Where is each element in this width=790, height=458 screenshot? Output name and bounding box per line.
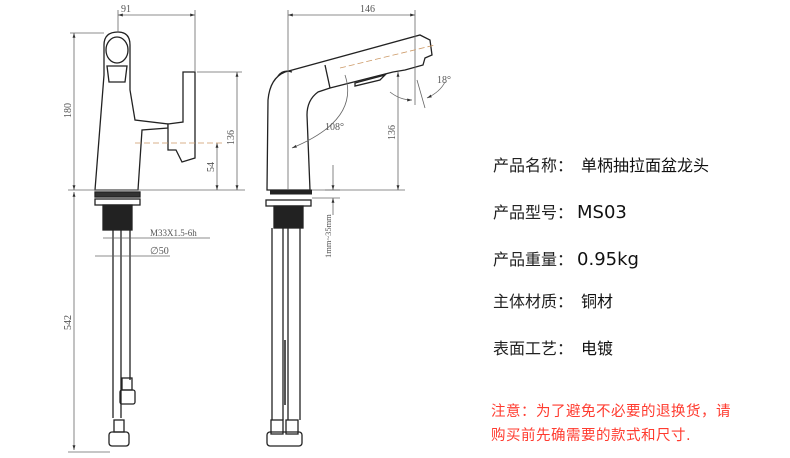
dim-width-91: 91 <box>121 4 131 15</box>
front-view <box>94 31 196 447</box>
angle-108: 108° <box>325 122 344 133</box>
spec-label: 表面工艺： <box>493 339 574 358</box>
notice-line-1: 注意：为了避免不必要的退换货，请 <box>491 404 731 420</box>
dim-height-180: 180 <box>63 103 74 118</box>
dim-hose-542: 542 <box>63 315 74 330</box>
front-dimensions <box>68 10 245 453</box>
notice-line-2: 购买前先确需要的款式和尺寸. <box>491 428 692 444</box>
spec-weight: 产品重量：0.95kg <box>493 246 639 270</box>
dim-lever-136: 136 <box>226 130 237 145</box>
spec-label: 产品名称： <box>493 156 574 175</box>
spec-value: 铜材 <box>581 292 614 311</box>
spec-label: 主体材质： <box>493 292 574 311</box>
spec-label: 产品型号： <box>493 203 574 222</box>
spec-value: 电镀 <box>581 339 614 358</box>
spec-value: 单柄抽拉面盆龙头 <box>581 156 710 175</box>
spec-model: 产品型号：MS03 <box>493 199 627 223</box>
spec-material: 主体材质： 铜材 <box>493 288 613 312</box>
spec-value: 0.95kg <box>577 249 639 270</box>
spec-product-name: 产品名称： 单柄抽拉面盆龙头 <box>493 152 709 176</box>
side-dimensions <box>287 10 446 215</box>
spec-value: MS03 <box>577 202 627 223</box>
dim-spout-136: 136 <box>387 125 398 140</box>
deck-thickness: 1mm~35mm <box>323 214 333 258</box>
spec-finish: 表面工艺： 电镀 <box>493 335 613 359</box>
diameter-spec: ∅50 <box>150 246 169 257</box>
side-view <box>265 34 433 447</box>
angle-18: 18° <box>437 75 451 86</box>
thread-spec: M33X1.5-6h <box>150 228 197 238</box>
dim-width-146: 146 <box>360 4 375 15</box>
spec-label: 产品重量： <box>493 250 574 269</box>
dim-axis-54: 54 <box>206 162 217 172</box>
